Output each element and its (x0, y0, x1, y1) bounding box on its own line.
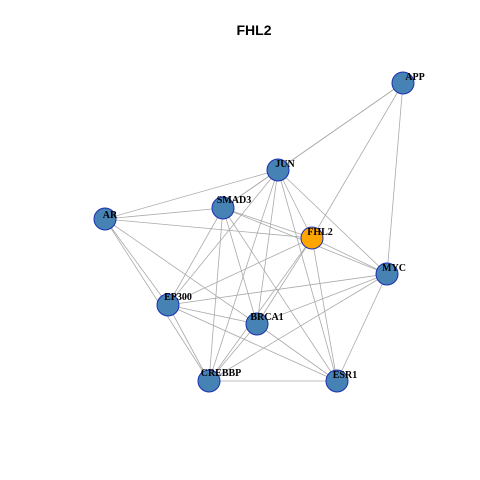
node-ep300 (156, 293, 180, 317)
node-crebbp (197, 369, 221, 393)
edge-app-fhl2 (311, 82, 404, 239)
edge-brca1-crebbp (208, 323, 258, 382)
node-app (391, 71, 415, 95)
node-label-app: APP (405, 72, 424, 83)
node-label-smad3: SMAD3 (217, 195, 251, 206)
node-ar (93, 207, 117, 231)
edge-ar-brca1 (104, 218, 258, 325)
node-label-ar: AR (103, 210, 118, 221)
edge-smad3-brca1 (222, 207, 258, 325)
edge-smad3-ar (104, 207, 224, 220)
edge-fhl2-brca1 (256, 237, 313, 325)
node-label-crebbp: CREBBP (201, 368, 242, 379)
node-label-myc: MYC (382, 263, 406, 274)
edge-layer (104, 82, 404, 382)
edge-ar-ep300 (104, 218, 169, 306)
edge-smad3-ep300 (167, 207, 224, 306)
edge-jun-myc (277, 169, 388, 275)
edge-app-myc (386, 82, 404, 275)
edge-myc-crebbp (208, 273, 388, 382)
edge-brca1-esr1 (256, 323, 338, 382)
node-label-fhl2: FHL2 (307, 227, 333, 238)
edge-fhl2-ep300 (167, 237, 313, 306)
edge-myc-esr1 (336, 273, 388, 382)
edge-smad3-fhl2 (222, 207, 313, 239)
edge-jun-ar (104, 169, 279, 220)
node-jun (266, 158, 290, 182)
edge-ep300-crebbp (167, 304, 210, 382)
node-brca1 (245, 312, 269, 336)
edge-jun-brca1 (256, 169, 279, 325)
edge-myc-brca1 (256, 273, 388, 325)
edge-fhl2-esr1 (311, 237, 338, 382)
edge-myc-ep300 (167, 273, 388, 306)
diagram-title: FHL2 (237, 22, 272, 38)
node-fhl2 (300, 226, 324, 250)
edge-jun-ep300 (167, 169, 279, 306)
edge-jun-fhl2 (277, 169, 313, 239)
edge-fhl2-myc (311, 237, 388, 275)
edge-ep300-brca1 (167, 304, 258, 325)
edge-fhl2-crebbp (208, 237, 313, 382)
node-esr1 (325, 369, 349, 393)
edge-smad3-esr1 (222, 207, 338, 382)
edge-ar-crebbp (104, 218, 210, 382)
edge-ep300-esr1 (167, 304, 338, 382)
edge-jun-crebbp (208, 169, 279, 382)
node-smad3 (211, 196, 235, 220)
edge-jun-esr1 (277, 169, 338, 382)
node-label-brca1: BRCA1 (250, 312, 283, 323)
node-myc (375, 262, 399, 286)
edge-ar-fhl2 (104, 218, 313, 239)
node-label-ep300: EP300 (164, 292, 192, 303)
node-label-jun: JUN (275, 159, 295, 170)
node-layer (93, 71, 415, 393)
edge-smad3-crebbp (208, 207, 224, 382)
node-label-esr1: ESR1 (333, 370, 357, 381)
